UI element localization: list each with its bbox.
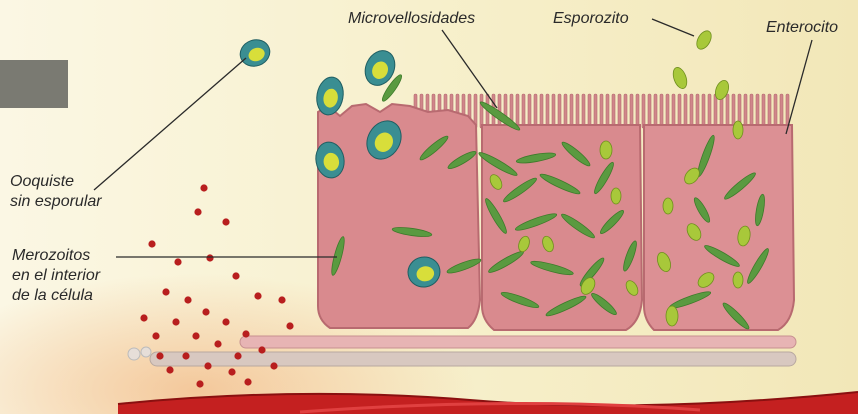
enterocyte-3 (644, 125, 794, 330)
enterocyte-2 (482, 125, 642, 330)
blood-cell (166, 366, 173, 373)
microvillus (756, 94, 759, 128)
sporozoite (600, 141, 612, 159)
microvillus (522, 94, 525, 128)
blood-cell (152, 332, 159, 339)
label-merozoitos: Merozoitos en el interior de la célula (12, 246, 100, 306)
blood-cell (202, 308, 209, 315)
blood-cell (222, 318, 229, 325)
microvillus (546, 94, 549, 128)
label-ooquiste-line2: sin esporular (10, 192, 102, 212)
blood-cell (228, 368, 235, 375)
microvillus (624, 94, 627, 128)
microvillus (582, 94, 585, 128)
microvillus (672, 94, 675, 128)
microvillus (702, 94, 705, 128)
label-merozoitos-line2: en el interior (12, 266, 100, 286)
label-ooquiste-line1: Ooquiste (10, 172, 102, 192)
microvillus (618, 94, 621, 128)
blood-cell (234, 352, 241, 359)
sporozoite (611, 188, 621, 204)
microvillus (774, 94, 777, 128)
sporozoite (733, 121, 743, 139)
microvillus (714, 94, 717, 128)
blood-cell (204, 362, 211, 369)
blood-cell (242, 330, 249, 337)
label-esporozito: Esporozito (553, 9, 629, 29)
microvillus (564, 94, 567, 128)
blood-cell (254, 292, 261, 299)
blood-cell (270, 362, 277, 369)
microvillus (696, 94, 699, 128)
blood-cell (148, 240, 155, 247)
microvillus (678, 94, 681, 128)
microvillus (648, 94, 651, 128)
microvillus (516, 94, 519, 128)
blood-cell (278, 296, 285, 303)
microvillus (570, 94, 573, 128)
blood-cell (244, 378, 251, 385)
microvillus (534, 94, 537, 128)
blood-cell (200, 184, 207, 191)
gray-tab (0, 60, 68, 108)
microvillus (540, 94, 543, 128)
microvillus (630, 94, 633, 128)
label-merozoitos-line1: Merozoitos (12, 246, 100, 266)
microvillus (690, 94, 693, 128)
label-ooquiste: Ooquiste sin esporular (10, 172, 102, 212)
blood-cell (172, 318, 179, 325)
blood-cell (140, 314, 147, 321)
blood-cell (258, 346, 265, 353)
blood-cell (286, 322, 293, 329)
microvillus (642, 94, 645, 128)
microvillus (612, 94, 615, 128)
microvillus (768, 94, 771, 128)
sporozoite (733, 272, 743, 288)
microvillus (660, 94, 663, 128)
microvillus (594, 94, 597, 128)
label-merozoitos-line3: de la célula (12, 286, 100, 306)
microvillus (762, 94, 765, 128)
blood-cell (174, 258, 181, 265)
blood-cell (184, 296, 191, 303)
sporozoite (663, 198, 673, 214)
microvillus (750, 94, 753, 128)
blood-cell (156, 352, 163, 359)
blood-cell (196, 380, 203, 387)
microvillus (684, 94, 687, 128)
microvillus (576, 94, 579, 128)
microvillus (528, 94, 531, 128)
blood-cell (192, 332, 199, 339)
microvillus (636, 94, 639, 128)
blood-cell (162, 288, 169, 295)
microvillus (480, 94, 483, 128)
microvillus (588, 94, 591, 128)
microvillus (780, 94, 783, 128)
microvillus (606, 94, 609, 128)
microvillus (558, 94, 561, 128)
microvillus (666, 94, 669, 128)
microvillus (552, 94, 555, 128)
blood-cell (214, 340, 221, 347)
blood-cell (194, 208, 201, 215)
sporozoite (666, 306, 678, 326)
label-enterocito: Enterocito (766, 18, 838, 38)
blood-cell (182, 352, 189, 359)
blood-cell (222, 218, 229, 225)
blood-cell (232, 272, 239, 279)
label-microvellosidades: Microvellosidades (348, 9, 475, 29)
microvillus (600, 94, 603, 128)
blood-cell (206, 254, 213, 261)
microvillus (654, 94, 657, 128)
microvillus (708, 94, 711, 128)
microvillus (744, 94, 747, 128)
microvillus (726, 94, 729, 128)
